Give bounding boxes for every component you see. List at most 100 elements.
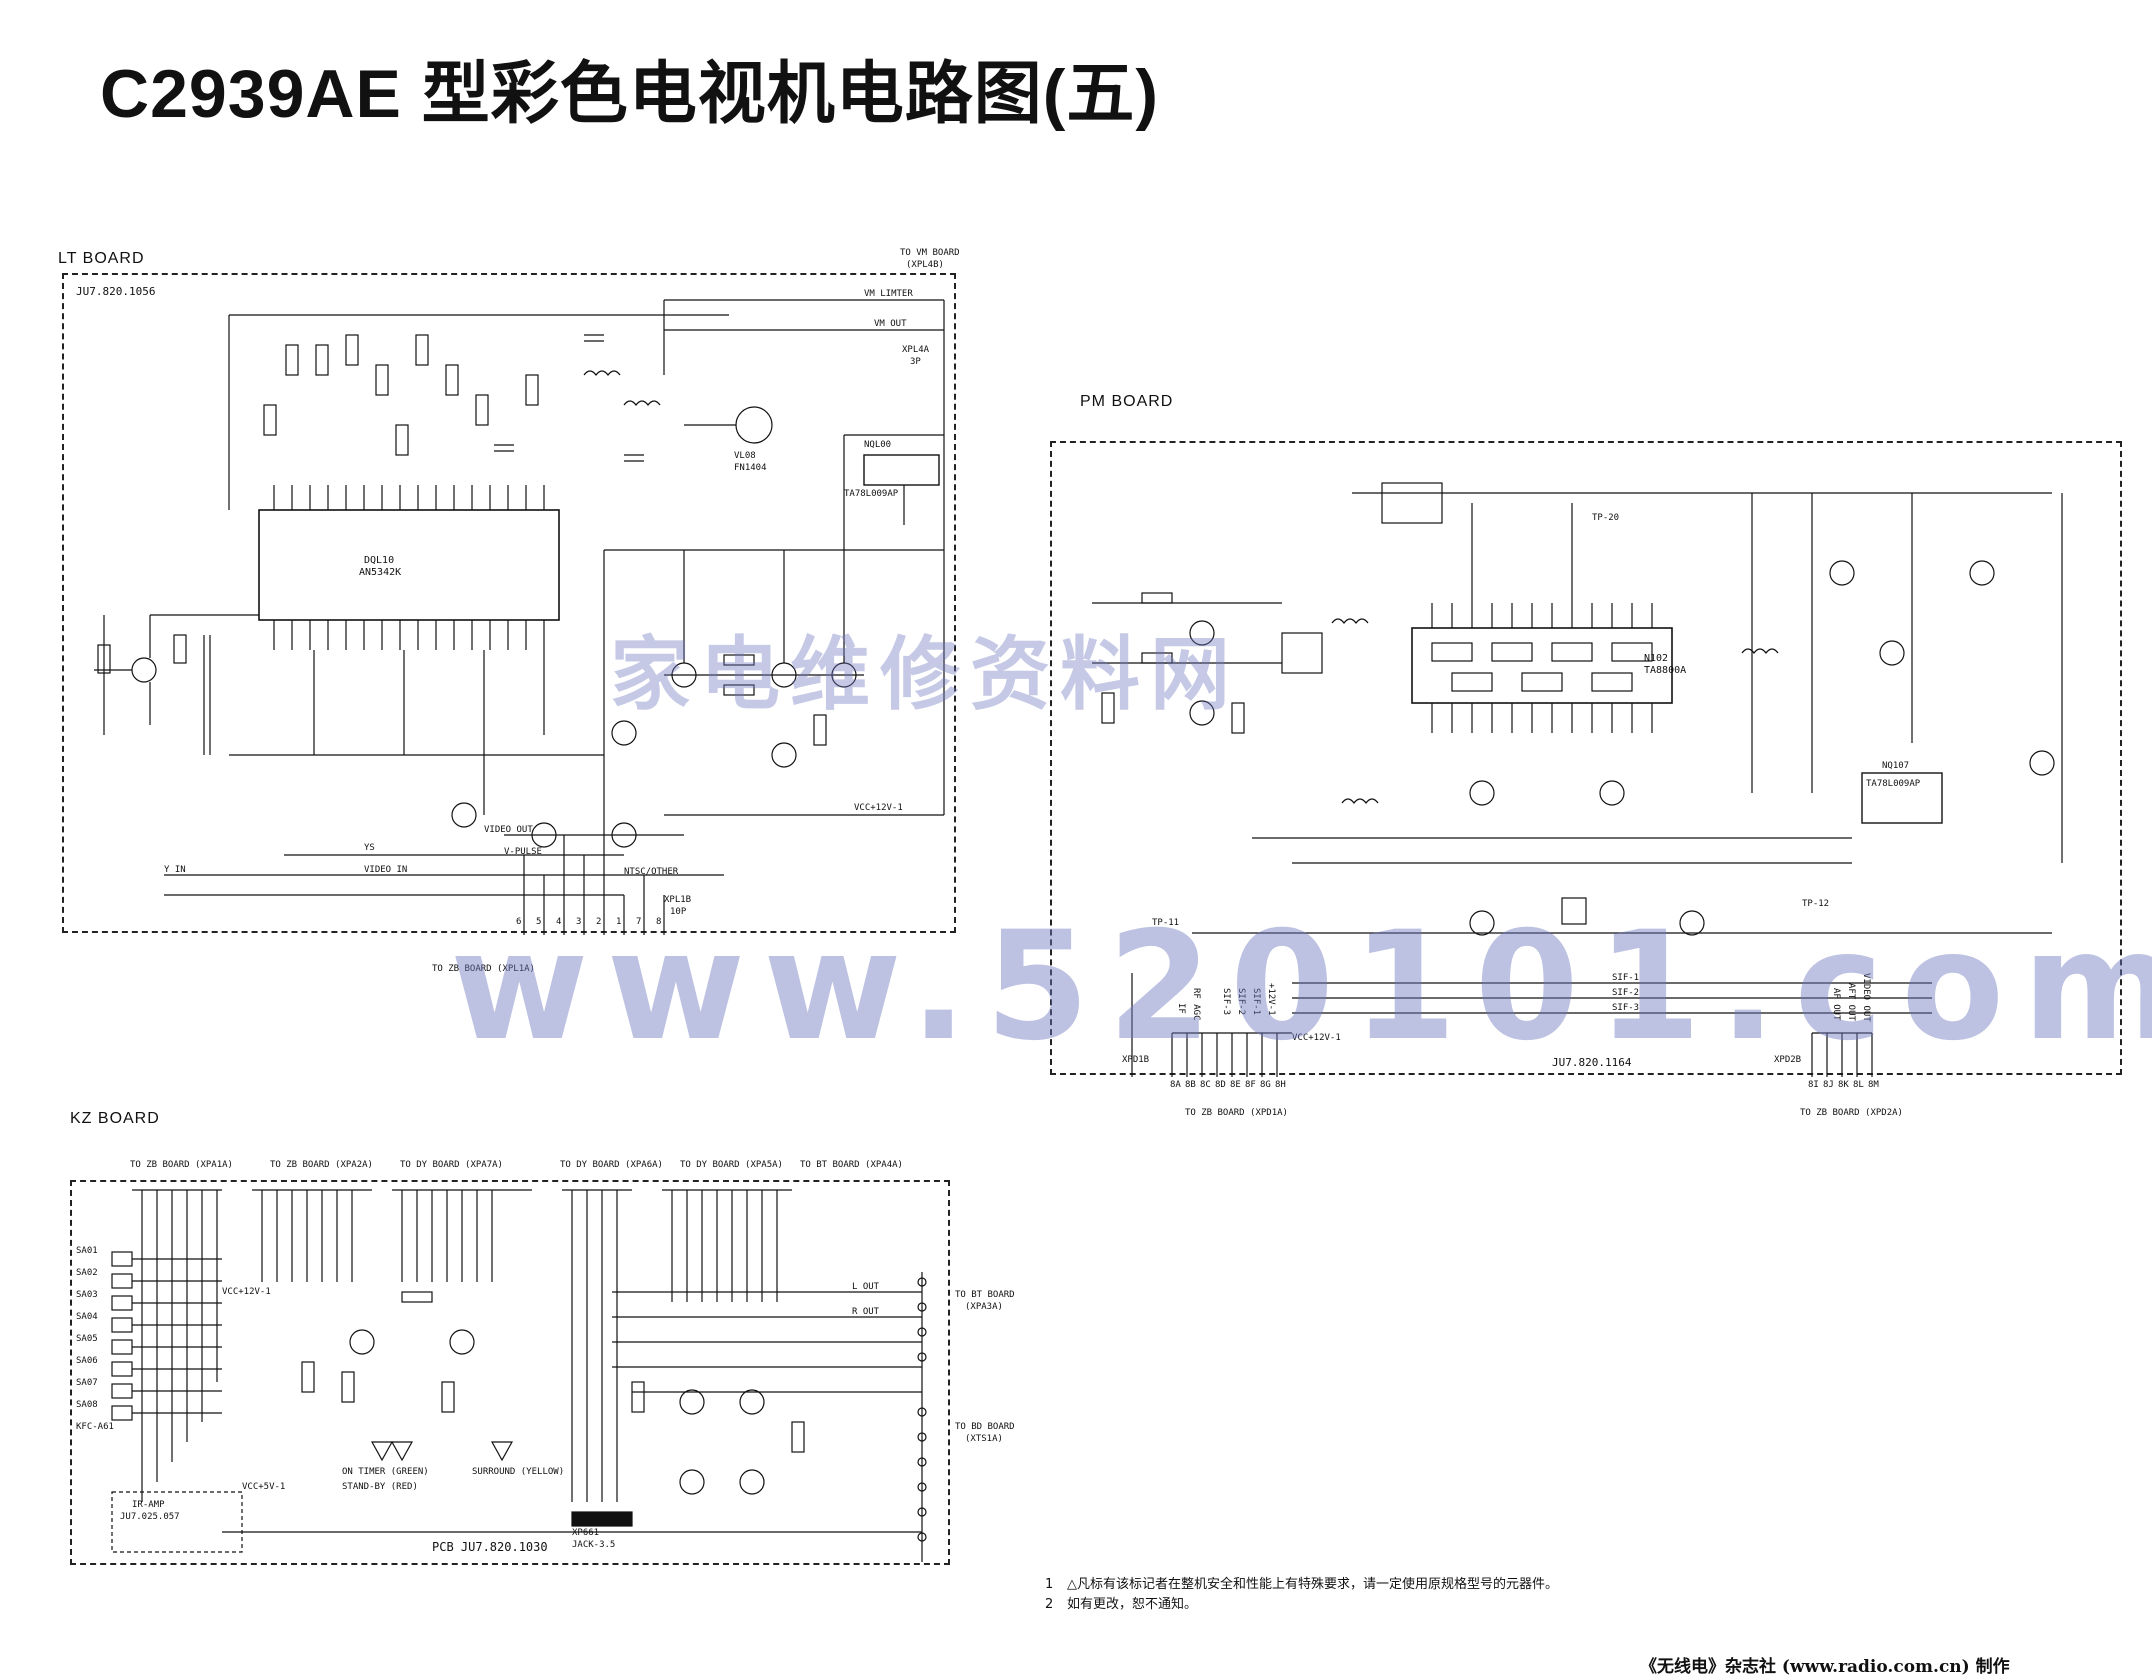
lt-connector-xpl1b: XPL1B xyxy=(664,895,692,905)
kz-l-out: L OUT xyxy=(852,1282,880,1292)
lt-transistor-part: FN1404 xyxy=(734,463,767,473)
kz-jack-part: JACK-3.5 xyxy=(572,1540,616,1550)
note-1-number: 1 xyxy=(1045,1577,1054,1592)
pm-pin-sif1: SIF-1 xyxy=(1251,988,1261,1016)
pm-board-label: PM BOARD xyxy=(1080,393,1174,410)
lt-signal-y-in: Y IN xyxy=(164,865,186,875)
pm-tp11: TP-11 xyxy=(1152,918,1180,928)
pm-pin-8h: 8H xyxy=(1275,1080,1286,1090)
pm-pin-if: IF xyxy=(1176,1003,1186,1014)
kz-switch-sa01: SA01 xyxy=(76,1246,98,1256)
pm-pin-8f: 8F xyxy=(1245,1080,1256,1090)
kz-board: PCB JU7.820.1030 SA01 SA02 SA03 SA04 SA0… xyxy=(70,1180,950,1565)
kz-switch-sa04: SA04 xyxy=(76,1312,98,1322)
kz-pcb-number: PCB JU7.820.1030 xyxy=(432,1540,548,1554)
note-2-text: 如有更改，恕不通知。 xyxy=(1067,1597,1198,1612)
lt-to-zb-board: TO ZB BOARD (XPL1A) xyxy=(432,964,535,974)
lt-xpl4a-pins: 3P xyxy=(910,357,921,367)
lt-to-vm-connector: (XPL4B) xyxy=(906,260,944,270)
pm-sif2: SIF-2 xyxy=(1612,988,1640,998)
pm-connector-left: XPD1B xyxy=(1122,1055,1150,1065)
pm-sif3: SIF-3 xyxy=(1612,1003,1640,1013)
kz-switch-sa07: SA07 xyxy=(76,1378,98,1388)
kz-switch-sa06: SA06 xyxy=(76,1356,98,1366)
kz-board-label: KZ BOARD xyxy=(70,1110,160,1127)
lt-pin-1: 1 xyxy=(616,917,622,927)
kz-switch-sa03: SA03 xyxy=(76,1290,98,1300)
lt-signal-video-out: VIDEO OUT xyxy=(484,825,533,835)
lt-vcc-label: VCC+12V-1 xyxy=(854,803,903,813)
publisher-footer: 《无线电》杂志社 (www.radio.com.cn) 制作 xyxy=(1640,1657,2010,1677)
kz-led-on-timer: ON TIMER (GREEN) xyxy=(342,1467,429,1477)
lt-signal-ys: YS xyxy=(364,843,375,853)
pm-pin-8a: 8A xyxy=(1170,1080,1181,1090)
pm-pin-8c: 8C xyxy=(1200,1080,1211,1090)
kz-to-bt-2-conn: (XPA3A) xyxy=(965,1302,1003,1312)
kz-ir-amp: IR-AMP xyxy=(132,1500,165,1510)
lt-connector-pins: 10P xyxy=(670,907,687,917)
lt-pin-6: 6 xyxy=(516,917,522,927)
kz-to-bd: TO BD BOARD xyxy=(955,1422,1015,1432)
kz-jack-ref: XP661 xyxy=(572,1528,600,1538)
pm-regulator-ref: NQ107 xyxy=(1882,761,1910,771)
pm-pin-8d: 8D xyxy=(1215,1080,1226,1090)
lt-regulator-part: TA78L009AP xyxy=(844,489,899,499)
kz-switch-sa05: SA05 xyxy=(76,1334,98,1344)
kz-board-schematic xyxy=(111,1189,927,1562)
kz-vcc12: VCC+12V-1 xyxy=(222,1287,271,1297)
kz-ir-pcb: JU7.025.057 xyxy=(120,1512,180,1522)
lt-pcb-number: JU7.820.1056 xyxy=(76,285,156,298)
note-2: 2 如有更改，恕不通知。 xyxy=(1045,1595,1558,1615)
lt-signal-video-in: VIDEO IN xyxy=(364,865,408,875)
lt-ic-part: AN5342K xyxy=(359,567,402,578)
page-title: C2939AE 型彩色电视机电路图(五) xyxy=(100,56,1160,132)
lt-board-label: LT BOARD xyxy=(58,250,145,267)
lt-vm-limiter-label: VM LIMTER xyxy=(864,289,913,299)
lt-signal-v-pulse: V-PULSE xyxy=(504,847,542,857)
pm-sif1: SIF-1 xyxy=(1612,973,1640,983)
lt-pin-2: 2 xyxy=(596,917,602,927)
lt-transistor-ref: VL08 xyxy=(734,451,756,461)
pm-pin-12v: +12V-1 xyxy=(1266,983,1276,1016)
pm-to-zb-right: TO ZB BOARD (XPD2A) xyxy=(1800,1108,1903,1118)
pm-board: JU7.820.1164 N102 TA8800A NQ107 TA78L009… xyxy=(1050,441,2122,1077)
pm-ic-part: TA8800A xyxy=(1644,665,1687,676)
notes-section: 1△凡标有该标记者在整机安全和性能上有特殊要求，请一定使用原规格型号的元器件。 … xyxy=(1045,1575,1558,1615)
pm-pin-8m: 8M xyxy=(1868,1080,1879,1090)
pm-pin-8l: 8L xyxy=(1853,1080,1864,1090)
pm-pin-8j: 8J xyxy=(1823,1080,1834,1090)
lt-pin-3: 3 xyxy=(576,917,582,927)
note-2-number: 2 xyxy=(1045,1597,1054,1612)
kz-to-dy-3: TO DY BOARD (XPA5A) xyxy=(680,1160,783,1170)
pm-pin-video-out: VIDEO OUT xyxy=(1861,973,1871,1022)
kz-to-bd-conn: (XTS1A) xyxy=(965,1434,1003,1444)
kz-led-surround: SURROUND (YELLOW) xyxy=(472,1467,565,1477)
note-1: 1 △凡标有该标记者在整机安全和性能上有特殊要求，请一定使用原规格型号的元器件。 xyxy=(1045,1575,1558,1595)
lt-xpl4a-label: XPL4A xyxy=(902,345,930,355)
kz-switch-part: KFC-A61 xyxy=(76,1422,114,1432)
lt-pin-5: 5 xyxy=(536,917,542,927)
lt-vm-out-label: VM OUT xyxy=(874,319,907,329)
pm-board-schematic xyxy=(1092,482,2063,1077)
pm-pin-8k: 8K xyxy=(1838,1080,1849,1090)
pm-pin-rf-agc: RF AGC xyxy=(1191,988,1201,1021)
pm-pin-8g: 8G xyxy=(1260,1080,1271,1090)
lt-pin-4: 4 xyxy=(556,917,562,927)
lt-pin-7: 7 xyxy=(636,917,642,927)
pm-pin-sif2: SIF-2 xyxy=(1236,988,1246,1016)
pm-pin-sif3: SIF-3 xyxy=(1221,988,1231,1016)
lt-pin-8: 8 xyxy=(656,917,662,927)
kz-switch-sa02: SA02 xyxy=(76,1268,98,1278)
pm-vcc-label: VCC+12V-1 xyxy=(1292,1033,1341,1043)
lt-board: JU7.820.1056 DQL10 AN5342K NQL00 TA78L00… xyxy=(62,273,956,935)
kz-vcc5: VCC+5V-1 xyxy=(242,1482,286,1492)
lt-board-schematic xyxy=(94,299,945,935)
kz-to-zb-1: TO ZB BOARD (XPA1A) xyxy=(130,1160,233,1170)
pm-pin-aft-out: AFT OUT xyxy=(1846,983,1856,1021)
pm-tp12: TP-12 xyxy=(1802,899,1830,909)
kz-to-bt-2: TO BT BOARD xyxy=(955,1290,1015,1300)
kz-to-dy-2: TO DY BOARD (XPA6A) xyxy=(560,1160,663,1170)
note-1-text: △凡标有该标记者在整机安全和性能上有特殊要求，请一定使用原规格型号的元器件。 xyxy=(1067,1577,1558,1592)
pm-regulator-part: TA78L009AP xyxy=(1866,779,1921,789)
lt-regulator-ref: NQL00 xyxy=(864,440,892,450)
